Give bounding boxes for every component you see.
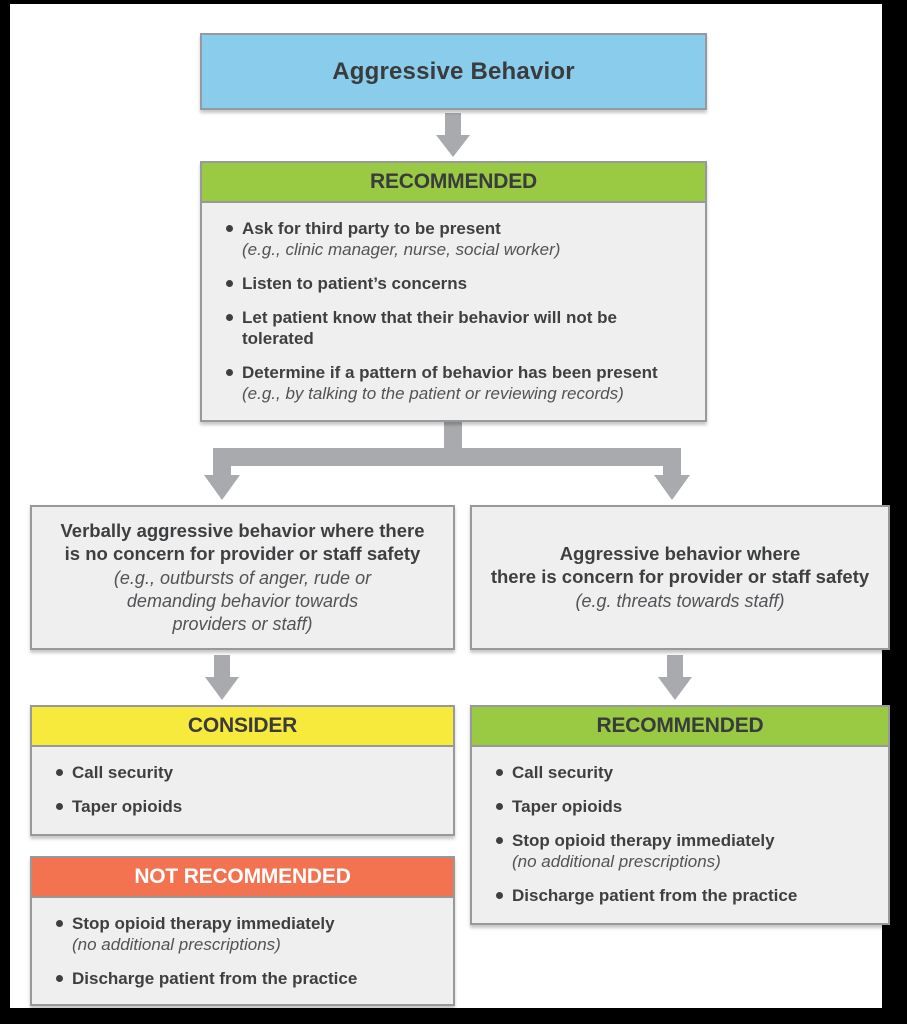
consider-body: Call security Taper opioids xyxy=(32,747,453,832)
bullet-icon xyxy=(226,314,233,322)
bullet-text: Determine if a pattern of behavior has b… xyxy=(242,363,658,383)
bullet-text: Taper opioids xyxy=(512,797,623,817)
bullet-text: Discharge patient from the practice xyxy=(72,969,358,989)
not-recommended-body: Stop opioid therapy immediately (no addi… xyxy=(32,898,453,1004)
right-recommended-card: RECOMMENDED Call security Taper opioids … xyxy=(470,705,890,925)
list-item: Let patient know that their behavior wil… xyxy=(224,307,685,349)
list-item: Discharge patient from the practice xyxy=(494,885,868,906)
right-recommended-body: Call security Taper opioids Stop opioid … xyxy=(472,747,888,921)
bullet-note: (e.g., by talking to the patient or revi… xyxy=(242,384,624,404)
page-title: Aggressive Behavior xyxy=(332,57,575,85)
bullet-icon xyxy=(496,892,503,900)
recommended-body: Ask for third party to be present (e.g.,… xyxy=(202,203,705,420)
bullet-icon xyxy=(56,803,63,811)
bullet-icon xyxy=(496,769,503,776)
not-recommended-header: NOT RECOMMENDED xyxy=(32,858,453,898)
list-item: Discharge patient from the practice xyxy=(54,968,433,989)
bullet-icon xyxy=(496,837,503,845)
list-item: Stop opioid therapy immediately (no addi… xyxy=(494,830,868,872)
bullet-icon xyxy=(56,975,63,983)
bullet-icon xyxy=(226,369,233,377)
initial-recommended-card: RECOMMENDED Ask for third party to be pr… xyxy=(200,161,707,422)
bullet-text: Let patient know that their behavior wil… xyxy=(242,308,617,349)
bullet-icon xyxy=(226,225,233,232)
bullet-text: Call security xyxy=(72,763,174,782)
list-item: Stop opioid therapy immediately (no addi… xyxy=(54,913,433,955)
condition-text: Aggressive behavior where there is conce… xyxy=(490,542,870,588)
condition-note: (e.g., outbursts of anger, rude or deman… xyxy=(113,568,372,635)
list-item: Call security xyxy=(54,762,433,783)
recommended-header: RECOMMENDED xyxy=(202,163,705,203)
list-item: Taper opioids xyxy=(54,796,433,817)
list-item: Determine if a pattern of behavior has b… xyxy=(224,362,685,404)
bullet-icon xyxy=(226,280,233,288)
list-item: Taper opioids xyxy=(494,796,868,817)
bullet-note: (no additional prescriptions) xyxy=(72,935,281,955)
recommended-header: RECOMMENDED xyxy=(472,707,888,747)
bullet-text: Discharge patient from the practice xyxy=(512,886,798,906)
bullet-text: Listen to patient’s concerns xyxy=(242,274,468,294)
bullet-text: Call security xyxy=(512,763,614,782)
bullet-text: Ask for third party to be present xyxy=(242,219,501,238)
not-recommended-card: NOT RECOMMENDED Stop opioid therapy imme… xyxy=(30,856,455,1007)
condition-box-right: Aggressive behavior where there is conce… xyxy=(470,505,890,650)
condition-text: Verbally aggressive behavior where there… xyxy=(60,519,425,565)
bullet-note: (no additional prescriptions) xyxy=(512,852,721,872)
list-item: Call security xyxy=(494,762,868,783)
bullet-icon xyxy=(496,803,503,811)
condition-note: (e.g. threats towards staff) xyxy=(575,591,785,612)
consider-header: CONSIDER xyxy=(32,707,453,747)
bullet-icon xyxy=(56,769,63,776)
condition-box-left: Verbally aggressive behavior where there… xyxy=(30,505,455,650)
consider-card: CONSIDER Call security Taper opioids xyxy=(30,705,455,836)
title-box: Aggressive Behavior xyxy=(200,33,707,110)
bullet-text: Taper opioids xyxy=(72,797,183,817)
list-item: Listen to patient’s concerns xyxy=(224,273,685,294)
bullet-note: (e.g., clinic manager, nurse, social wor… xyxy=(242,240,561,260)
bullet-icon xyxy=(56,920,63,927)
list-item: Ask for third party to be present (e.g.,… xyxy=(224,218,685,260)
bullet-text: Stop opioid therapy immediately xyxy=(72,914,335,933)
bullet-text: Stop opioid therapy immediately xyxy=(512,831,775,851)
